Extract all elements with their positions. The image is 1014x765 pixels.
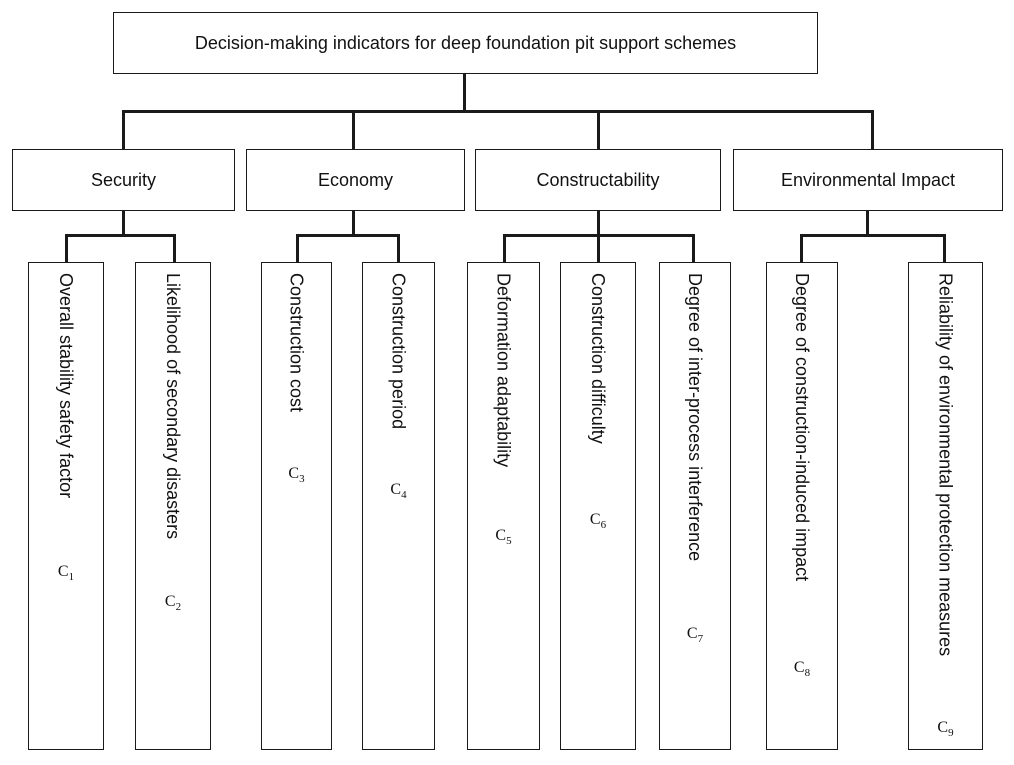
indicator-code: C6 xyxy=(589,511,607,532)
connector-line xyxy=(597,234,600,262)
category-environmental-impact: Environmental Impact xyxy=(733,149,1003,211)
root-label: Decision-making indicators for deep foun… xyxy=(194,32,737,53)
connector-line xyxy=(871,110,874,149)
indicator-label: Construction difficulty xyxy=(588,273,608,444)
indicator-code: C3 xyxy=(288,465,305,486)
connector-line xyxy=(692,234,695,262)
category-label: Constructability xyxy=(536,169,660,190)
connector-line xyxy=(503,234,506,262)
category-label: Economy xyxy=(317,169,394,190)
indicator-label: Likelihood of secondary disasters xyxy=(163,273,183,540)
indicator-c7: Degree of inter-process interference C7 xyxy=(659,262,731,750)
indicator-code: C1 xyxy=(57,563,75,584)
category-security: Security xyxy=(12,149,235,211)
category-label: Security xyxy=(90,169,157,190)
connector-line xyxy=(352,110,355,149)
connector-line xyxy=(597,211,600,236)
indicator-label: Construction cost xyxy=(286,273,307,413)
category-label: Environmental Impact xyxy=(780,169,956,190)
indicator-c8: Degree of construction-induced impact C8 xyxy=(766,262,838,750)
indicator-label: Degree of construction-induced impact xyxy=(792,273,812,582)
connector-line xyxy=(296,234,299,262)
connector-line xyxy=(122,211,125,236)
indicator-c4: Construction period C4 xyxy=(362,262,435,750)
indicator-code: C2 xyxy=(164,593,182,614)
connector-line xyxy=(800,234,803,262)
category-economy: Economy xyxy=(246,149,465,211)
connector-line xyxy=(173,234,176,262)
indicator-label: Degree of inter-process interference xyxy=(685,273,705,562)
connector-line xyxy=(800,234,946,237)
indicator-code: C9 xyxy=(937,719,954,740)
connector-line xyxy=(296,234,400,237)
connector-line xyxy=(943,234,946,262)
connector-line xyxy=(866,211,869,236)
indicator-c9: Reliability of environmental protection … xyxy=(908,262,983,750)
indicator-c1: Overall stability safety factor C1 xyxy=(28,262,104,750)
indicator-code: C4 xyxy=(390,481,407,502)
indicator-label: Overall stability safety factor xyxy=(56,273,76,499)
indicator-label: Construction period xyxy=(388,273,409,430)
indicator-c3: Construction cost C3 xyxy=(261,262,332,750)
connector-line xyxy=(463,74,466,112)
indicator-c2: Likelihood of secondary disasters C2 xyxy=(135,262,211,750)
indicator-code: C7 xyxy=(686,625,704,646)
root-node: Decision-making indicators for deep foun… xyxy=(113,12,818,74)
connector-line xyxy=(65,234,68,262)
connector-line xyxy=(352,211,355,236)
indicator-label: Reliability of environmental protection … xyxy=(935,273,956,657)
connector-line xyxy=(122,110,874,113)
category-constructability: Constructability xyxy=(475,149,721,211)
indicator-code: C5 xyxy=(495,527,512,548)
connector-line xyxy=(597,110,600,149)
connector-line xyxy=(65,234,176,237)
indicator-c5: Deformation adaptability C5 xyxy=(467,262,540,750)
connector-line xyxy=(122,110,125,149)
indicator-label: Deformation adaptability xyxy=(493,273,514,468)
connector-line xyxy=(397,234,400,262)
indicator-c6: Construction difficulty C6 xyxy=(560,262,636,750)
indicator-code: C8 xyxy=(793,659,811,680)
